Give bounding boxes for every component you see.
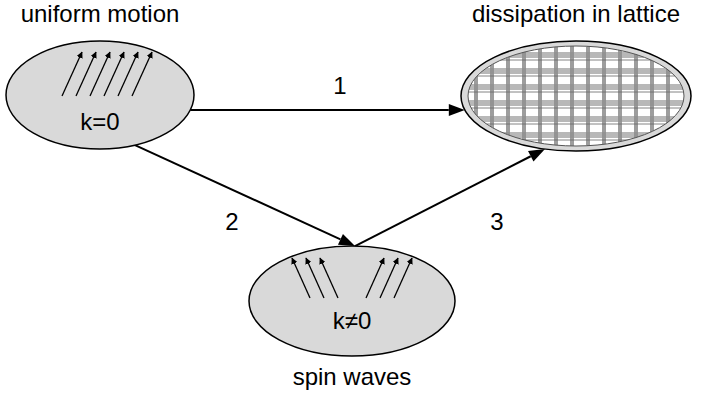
step-number: 1 (333, 72, 346, 100)
node-text: uniform motion (21, 0, 180, 28)
step-number: 2 (225, 208, 238, 236)
connector-line (190, 109, 448, 111)
arrow-head (338, 234, 355, 246)
connector-arrow (190, 104, 464, 116)
connector-line (355, 156, 531, 246)
arrow-head (528, 149, 545, 162)
connector-arrow (355, 149, 545, 246)
step-number: 3 (490, 208, 503, 236)
node-text: spin waves (293, 363, 412, 391)
ellipse-outline (248, 245, 456, 357)
connector-line (135, 145, 340, 239)
node-text: k≠0 (333, 307, 372, 335)
ellipse-node: k≠0spin waves (248, 245, 456, 357)
connector-arrow (135, 145, 355, 246)
ellipse-node: uniform motionk=0 (5, 40, 195, 150)
node-text: k=0 (80, 108, 119, 136)
node-text: dissipation in lattice (472, 0, 680, 28)
